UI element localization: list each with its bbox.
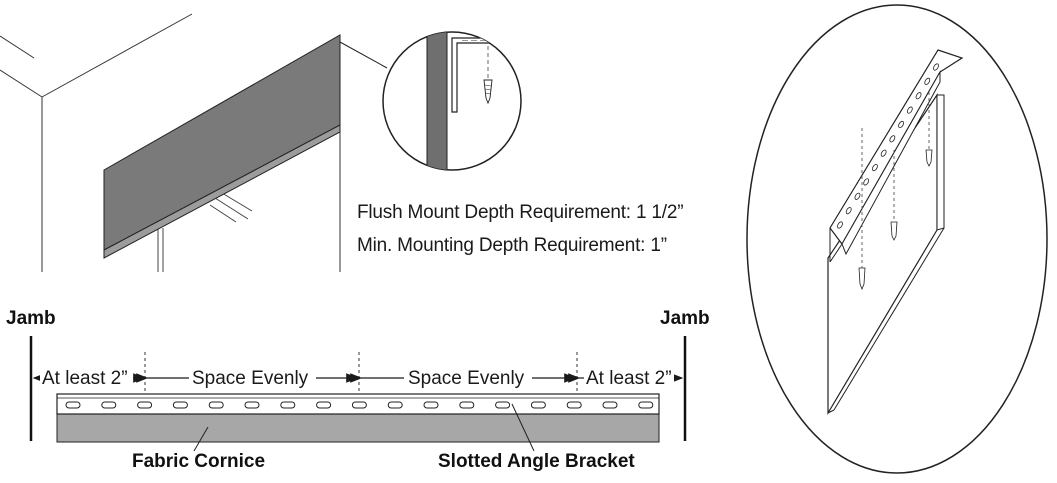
bracket-mount-detail <box>746 4 1048 474</box>
bracket-slot <box>863 178 870 186</box>
bracket-slot <box>880 149 887 157</box>
callout-line <box>339 41 388 69</box>
fabric-cornice-3d <box>103 34 341 251</box>
bracket-slot <box>495 401 511 409</box>
bracket-slot <box>889 135 896 143</box>
bracket-slots <box>65 401 654 409</box>
bracket-slot <box>837 221 843 229</box>
fabric-cornice-bottom-edge <box>103 124 341 259</box>
bracket-slot <box>351 401 367 409</box>
bracket-slot <box>280 401 296 409</box>
bracket-slot <box>933 63 939 71</box>
bracket-slot <box>602 401 618 409</box>
flush-mount-requirement: Flush Mount Depth Requirement: 1 1/2” <box>357 202 684 223</box>
bracket-slot <box>65 401 81 409</box>
jamb-label-right: Jamb <box>660 308 710 329</box>
bracket-slot <box>845 207 852 215</box>
dimension-label-space-evenly-2: Space Evenly <box>406 368 527 389</box>
bracket-slot <box>101 401 117 409</box>
min-mounting-requirement: Min. Mounting Depth Requirement: 1” <box>357 235 667 256</box>
bracket-slot <box>244 401 260 409</box>
leader-fabric-cornice <box>193 426 209 452</box>
bracket-slot <box>871 163 878 172</box>
leader-slotted-bracket <box>511 403 535 452</box>
dimension-label-right-gap: At least 2” <box>584 368 674 389</box>
jamb-label-left: Jamb <box>6 308 56 329</box>
bracket-slot <box>915 92 922 100</box>
bracket-slot <box>459 401 475 409</box>
bracket-slot <box>316 401 332 409</box>
bracket-slot <box>924 77 931 85</box>
fabric-cornice-plan <box>56 413 660 443</box>
bracket-slot <box>423 401 439 409</box>
bracket-slot <box>906 106 913 114</box>
bracket-slot <box>566 401 582 409</box>
dimension-label-left-gap: At least 2” <box>40 368 130 389</box>
bracket-slot <box>208 401 224 409</box>
bracket-slot <box>137 401 153 409</box>
bracket-slot <box>172 401 188 409</box>
bracket-slot <box>530 401 546 409</box>
dimension-label-space-evenly-1: Space Evenly <box>190 368 311 389</box>
fabric-cornice-label: Fabric Cornice <box>132 451 266 472</box>
slotted-angle-bracket-label: Slotted Angle Bracket <box>438 451 635 472</box>
window-glimpse <box>157 192 253 272</box>
plan-view <box>29 336 687 452</box>
bracket-slot <box>854 192 861 200</box>
bracket-slot <box>638 401 654 409</box>
detail-circle <box>382 31 522 171</box>
bracket-slot <box>898 120 905 129</box>
bracket-slot <box>387 401 403 409</box>
